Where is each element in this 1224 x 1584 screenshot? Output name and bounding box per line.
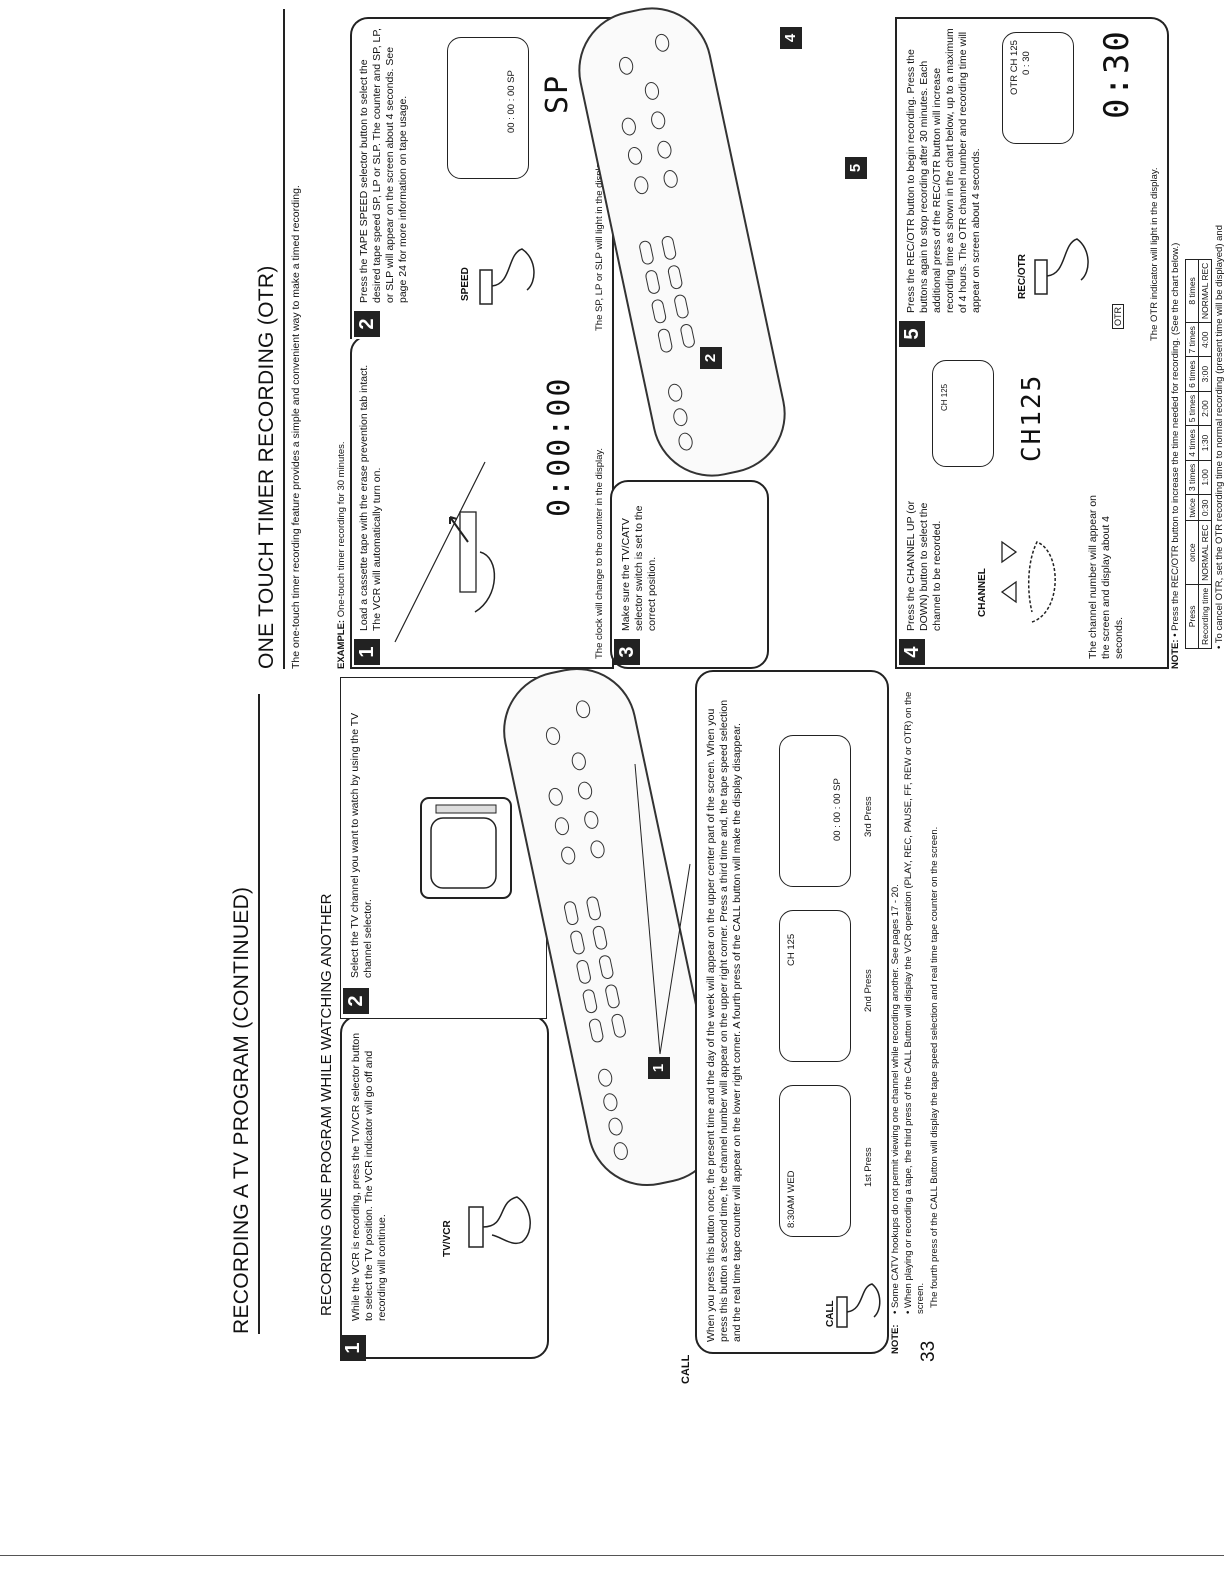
table-header: Press <box>1185 584 1199 649</box>
table-cell: 2:00 <box>1198 391 1212 426</box>
table-cell: NORMAL REC <box>1198 520 1212 585</box>
table-cell: 4 times <box>1185 425 1199 461</box>
step-text: Select the TV channel you want to watch … <box>349 712 374 978</box>
step-text: Press the CHANNEL UP (or DOWN) button to… <box>905 500 943 631</box>
screen-caption: 1st Press <box>863 1147 874 1187</box>
note-item: The fourth press of the CALL Button will… <box>929 826 940 1308</box>
step-number: 2 <box>354 311 380 337</box>
left-step1-box: 1 While the VCR is recording, press the … <box>340 1015 549 1361</box>
table-cell: 0:30 <box>1198 494 1212 521</box>
tv-screen: CH 125 <box>932 360 994 467</box>
tv-screen: 00 : 00 : 00 SP <box>447 37 529 179</box>
step-number: 1 <box>340 1335 366 1361</box>
call-label: CALL <box>680 1354 692 1384</box>
step-text: Load a cassette tape with the erase prev… <box>358 364 383 631</box>
screen-content: 0 : 30 <box>1021 51 1032 75</box>
note-item: • Some CATV hookups do not permit viewin… <box>890 884 901 1314</box>
step-text: While the VCR is recording, press the TV… <box>350 1032 388 1321</box>
callout-2: 2 <box>700 347 722 369</box>
channel-button-label: CHANNEL <box>977 568 988 617</box>
note-label: NOTE: <box>890 1324 901 1354</box>
table-cell: 4:00 <box>1198 322 1212 357</box>
example-line: EXAMPLE: One-touch timer recording for 3… <box>336 441 347 669</box>
step-number: 5 <box>899 321 925 347</box>
screen-content: 8:30AM WED <box>786 1170 797 1228</box>
step-number: 2 <box>343 988 369 1014</box>
screen-content: CH 125 <box>940 383 949 411</box>
tvvcr-button-label: TV/VCR <box>442 1220 453 1257</box>
step-caption: The clock will change to the counter in … <box>594 447 605 659</box>
hand-pressing-icon <box>836 1283 881 1328</box>
screen-3rd: 00 : 00 : 00 SP <box>779 735 851 887</box>
callout-lines <box>634 763 691 1055</box>
table-cell: NORMAL REC <box>1198 259 1212 323</box>
hand-pressing-icon <box>1000 540 1056 623</box>
call-text: When you press this button once, the pre… <box>705 699 743 1342</box>
table-cell: 3 times <box>1185 460 1199 495</box>
vcr-display: 0:00:00 <box>542 376 577 517</box>
step-number: 4 <box>899 639 925 665</box>
step-text: Press the REC/OTR button to begin record… <box>905 28 982 313</box>
otr-intro: The one-touch timer recording feature pr… <box>290 185 302 669</box>
screen-content: 00 : 00 : 00 SP <box>832 778 843 841</box>
step-number: 3 <box>614 639 640 665</box>
screen-caption: 2nd Press <box>863 969 874 1012</box>
otr-note: • To cancel OTR, set the OTR recording t… <box>1214 225 1224 649</box>
vcr-display: CH125 <box>1017 373 1047 462</box>
otr-indicator: OTR <box>1112 304 1124 329</box>
vcr-display: SP <box>540 73 575 114</box>
otr-step4-box: 4 Press the CHANNEL UP (or DOWN) button … <box>895 345 1169 669</box>
screen-content: CH 125 <box>786 933 797 966</box>
otr-step3-box: 3 Make sure the TV/CATV selector switch … <box>610 480 769 669</box>
table-cell: once <box>1185 520 1199 585</box>
otr-note: NOTE: • Press the REC/OTR button to incr… <box>1170 242 1181 669</box>
table-cell: 3:00 <box>1198 356 1212 392</box>
table-header: Recording time <box>1198 584 1212 649</box>
otr-time-table: Press once twice 3 times 4 times 5 times… <box>1185 259 1212 649</box>
callout-5: 5 <box>845 157 867 179</box>
screen-content: OTR CH 125 <box>1009 40 1020 95</box>
left-page-title: RECORDING A TV PROGRAM (CONTINUED) <box>230 694 260 1334</box>
screen-2nd: CH 125 <box>779 910 851 1062</box>
tv-set-icon <box>420 797 512 899</box>
table-cell: 1:30 <box>1198 425 1212 461</box>
table-cell: 5 times <box>1185 391 1199 426</box>
hand-pressing-icon <box>479 248 535 305</box>
otr-step1-box: 1 Load a cassette tape with the erase pr… <box>350 335 614 669</box>
hand-pressing-icon <box>468 1196 531 1248</box>
section-heading: RECORDING ONE PROGRAM WHILE WATCHING ANO… <box>318 893 335 1316</box>
left-step2-box: 2 Select the TV channel you want to watc… <box>340 677 547 1019</box>
step-caption: The channel number will appear on the sc… <box>1087 494 1125 659</box>
note-item: • When playing or recording a tape, the … <box>903 691 926 1314</box>
otr-step5-box: 5 Press the REC/OTR button to begin reco… <box>895 17 1169 349</box>
step-text: Make sure the TV/CATV selector switch is… <box>620 505 658 631</box>
page-bottom-rule <box>0 1555 1224 1556</box>
tv-screen: OTR CH 125 0 : 30 <box>1002 32 1074 144</box>
vcr-display: 0:30 <box>1097 29 1137 119</box>
table-cell: 6 times <box>1185 356 1199 392</box>
call-box: When you press this button once, the pre… <box>695 670 889 1354</box>
screen-content: 00 : 00 : 00 SP <box>506 70 517 133</box>
right-page-title: ONE TOUCH TIMER RECORDING (OTR) <box>255 9 285 669</box>
step-number: 1 <box>354 639 380 665</box>
rec-otr-button-label: REC/OTR <box>1017 254 1028 299</box>
hand-pressing-icon <box>1034 238 1089 295</box>
step-text: Press the TAPE SPEED selector button to … <box>358 28 409 303</box>
table-cell: 8 times <box>1185 259 1199 323</box>
table-cell: 7 times <box>1185 322 1199 357</box>
otr-step2-box: 2 Press the TAPE SPEED selector button t… <box>350 17 614 339</box>
page-number: 33 <box>918 1340 939 1362</box>
table-cell: twice <box>1185 494 1199 521</box>
callout-4: 4 <box>780 27 802 49</box>
speed-button-label: SPEED <box>460 267 471 301</box>
screen-1st: 8:30AM WED <box>779 1085 851 1237</box>
screen-caption: 3rd Press <box>863 796 874 837</box>
step-caption: The OTR indicator will light in the disp… <box>1149 167 1160 341</box>
cassette-insert-illustration <box>394 461 496 643</box>
table-cell: 1:00 <box>1198 460 1212 495</box>
